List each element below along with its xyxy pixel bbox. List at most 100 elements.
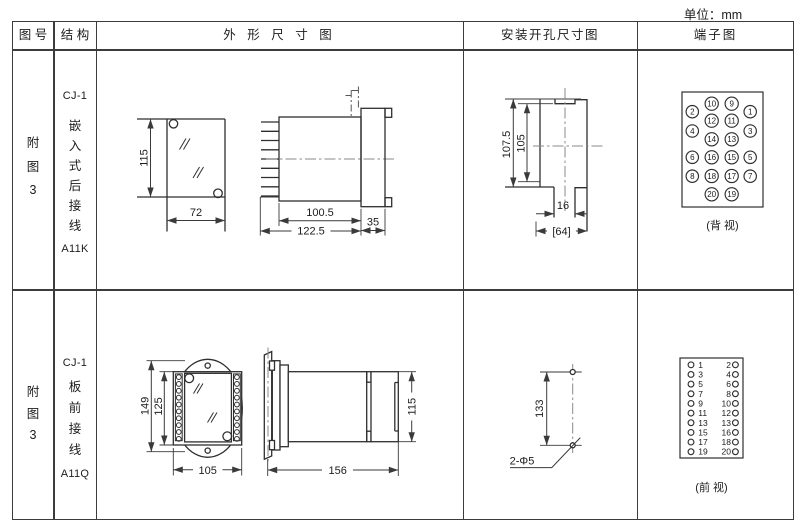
terminal-number: 6: [726, 379, 731, 389]
strip-terminal: [175, 415, 182, 422]
terminal-circle: [687, 419, 695, 427]
strip-terminal: [234, 374, 240, 381]
dim-label-72: 72: [190, 207, 202, 219]
terminal-number: 4: [690, 127, 695, 136]
screw-hole: [204, 362, 211, 369]
clamp-tab: [268, 439, 276, 451]
terminal-circle: [743, 104, 757, 119]
strip-terminal: [175, 408, 182, 415]
strip-terminal: [175, 381, 182, 387]
terminal-circle: [724, 187, 739, 202]
terminal-circle: [724, 150, 739, 165]
terminal-number: 10: [722, 398, 732, 408]
table-grid-line: [462, 21, 465, 520]
table-grid-line: [53, 21, 55, 520]
strip-terminal: [175, 401, 182, 408]
structure-line: 线: [68, 442, 82, 457]
terminal-number: 3: [698, 369, 703, 379]
terminal-number: 17: [698, 437, 708, 447]
figure-no-char: 附: [26, 385, 40, 399]
terminal-circle: [731, 380, 739, 388]
terminal-number: 8: [690, 172, 695, 181]
panel-cutout-a11k: 107.5 105 16 [64]: [501, 88, 604, 238]
terminal-number: 10: [707, 100, 716, 109]
terminal-circle: [731, 370, 739, 378]
strip-terminal: [234, 415, 240, 422]
terminal-number: 11: [728, 117, 737, 126]
terminal-circle: [743, 124, 757, 138]
terminal-circle: [731, 409, 739, 417]
terminal-caption-front-view: (前 视): [695, 482, 728, 494]
terminal-circle: [704, 168, 719, 184]
row1-figure-no: 附 图 3: [12, 49, 54, 289]
terminal-circle: [731, 390, 739, 398]
strip-terminal: [175, 429, 182, 435]
dim-label-35: 35: [367, 217, 379, 229]
row2-figure-no: 附 图 3: [12, 289, 54, 520]
terminal-number: 1: [698, 360, 703, 370]
terminal-number: 1: [748, 108, 753, 117]
terminal-circle: [687, 428, 695, 436]
structure-line: 嵌: [68, 118, 82, 133]
dim-label-2phi5: 2-Φ5: [510, 456, 535, 468]
header-cutout: 安装开孔尺寸图: [500, 27, 599, 42]
dim-label-105: 105: [516, 134, 528, 152]
table-grid-line: [636, 21, 639, 520]
row2-structure: CJ-1 板 前 接 线 A11Q: [54, 289, 96, 520]
dim-label-115b: 115: [407, 398, 419, 416]
terminal-circle: [731, 419, 739, 427]
terminal-number: 2: [690, 108, 695, 117]
terminal-number: 13: [722, 418, 732, 428]
terminal-circle: [743, 169, 757, 183]
terminal-circle: [704, 150, 719, 165]
header-terminal: 端子图: [693, 27, 738, 42]
row1-structure: CJ-1 嵌 入 式 后 接 线 A11K: [54, 49, 96, 289]
figure-no-char: 图: [26, 159, 40, 174]
terminal-circle: [685, 150, 700, 165]
figure-no-char: 图: [26, 406, 40, 421]
table-grid-line: [95, 21, 98, 520]
terminal-circle: [731, 399, 739, 407]
header-structure: 结 构: [60, 27, 90, 42]
terminal-circle: [724, 113, 739, 128]
figure-no-char: 附: [26, 136, 40, 150]
terminal-number: 6: [690, 153, 695, 162]
terminal-number: 2: [726, 360, 731, 370]
terminal-number: 16: [722, 427, 732, 437]
terminal-number: 19: [727, 190, 736, 199]
strip-terminal: [175, 435, 182, 442]
terminal-circle: [704, 187, 719, 202]
strip-terminal: [234, 435, 240, 442]
strip-terminal: [234, 401, 240, 408]
terminal-circle: [724, 96, 739, 111]
header-outline: 外 形 尺 寸 图: [223, 27, 336, 42]
leader-line: [510, 437, 581, 469]
terminal-circle: [731, 438, 739, 446]
terminal-number: 15: [698, 427, 708, 437]
figure-no-char: 3: [29, 428, 37, 442]
outline-side-view-a11k: 100.5 122.5 35: [259, 86, 394, 237]
structure-line: 线: [68, 218, 82, 233]
terminal-circle: [704, 96, 719, 111]
structure-line: 入: [68, 138, 82, 153]
terminal-circle: [687, 390, 695, 398]
terminal-number: 11: [698, 408, 707, 418]
terminal-circle: [724, 168, 739, 184]
terminal-number: 5: [748, 153, 753, 162]
strip-terminal: [175, 387, 182, 394]
table-border: [12, 21, 794, 520]
terminal-circle: [687, 409, 695, 417]
terminal-number: 13: [698, 418, 708, 428]
dim-label-16: 16: [557, 200, 569, 212]
strip-terminal: [175, 394, 182, 401]
dim-label-100.5: 100.5: [306, 207, 334, 219]
strip-terminal: [234, 408, 240, 415]
terminal-number: 7: [698, 389, 703, 399]
terminal-number: 19: [698, 447, 708, 457]
terminal-number: 8: [726, 389, 731, 399]
terminal-circle: [704, 113, 719, 128]
glass-hatch-mark: [207, 412, 218, 423]
terminal-number: 12: [722, 408, 732, 418]
